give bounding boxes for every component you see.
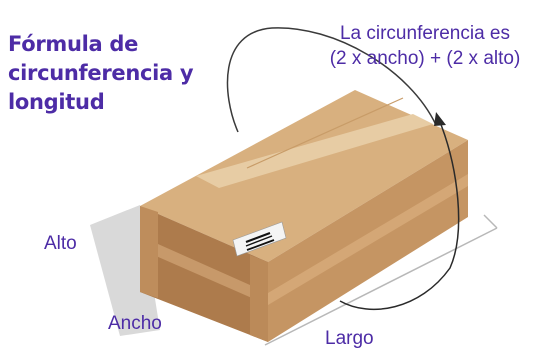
- title-line-2: circunferencia y: [8, 61, 194, 85]
- formula-note: La circunferencia es (2 x ancho) + (2 x …: [300, 21, 542, 71]
- circumference-loop: [226, 27, 437, 133]
- formula-note-line-2: (2 x ancho) + (2 x alto): [329, 48, 521, 69]
- length-label: Largo: [325, 328, 374, 349]
- length-measure-line: [264, 227, 498, 346]
- circumference-arrow: [339, 121, 460, 311]
- title-line-3: longitud: [8, 90, 105, 114]
- width-label: Ancho: [108, 313, 162, 334]
- formula-note-line-1: La circunferencia es: [339, 23, 511, 44]
- height-label: Alto: [44, 233, 77, 254]
- title-line-1: Fórmula de: [8, 32, 139, 56]
- diagram-title: Fórmula de circunferencia y longitud: [8, 30, 238, 117]
- cardboard-box: [140, 90, 468, 342]
- shipping-label: [232, 221, 287, 257]
- length-measure-tick: [483, 214, 498, 229]
- box-top-tape: [196, 114, 433, 188]
- arrowhead-icon: [434, 112, 446, 126]
